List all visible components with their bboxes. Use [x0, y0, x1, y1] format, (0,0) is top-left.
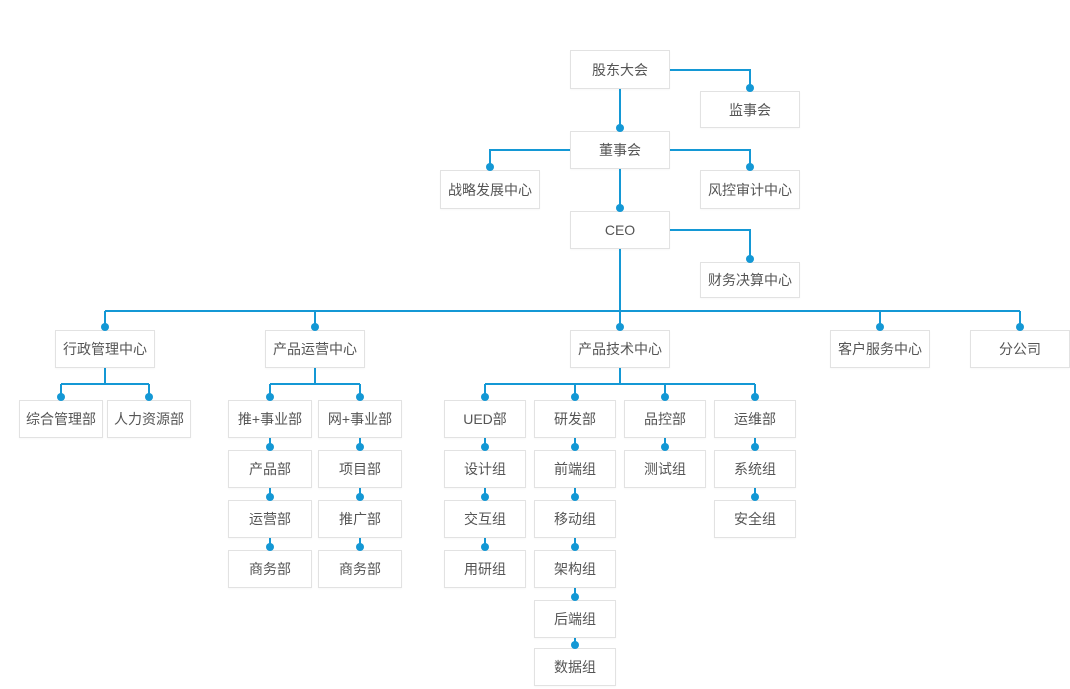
org-node-architecture-group: 架构组 — [534, 543, 616, 588]
org-node-shareholders: 股东大会 — [570, 50, 670, 89]
org-node-board-of-directors: 董事会 — [570, 124, 670, 169]
org-node-tui-business-division: 推+事业部 — [228, 393, 312, 438]
org-node-testing-group: 测试组 — [624, 443, 706, 488]
org-node-branch-company: 分公司 — [970, 323, 1070, 368]
org-node-security-group: 安全组 — [714, 493, 796, 538]
org-node-admin-center: 行政管理中心 — [55, 323, 155, 368]
org-node-system-group: 系统组 — [714, 443, 796, 488]
org-node-business-dept-tui: 商务部 — [228, 543, 312, 588]
org-node-data-group: 数据组 — [534, 641, 616, 686]
org-node-promotion-dept: 推广部 — [318, 493, 402, 538]
org-node-backend-group: 后端组 — [534, 593, 616, 638]
org-node-rd-dept: 研发部 — [534, 393, 616, 438]
org-node-finance-center: 财务决算中心 — [700, 255, 800, 298]
org-node-hr-dept: 人力资源部 — [107, 393, 191, 438]
org-node-user-research-group: 用研组 — [444, 543, 526, 588]
org-node-operations-dept: 运营部 — [228, 493, 312, 538]
org-node-product-dept: 产品部 — [228, 443, 312, 488]
org-node-strategy-center: 战略发展中心 — [440, 163, 540, 209]
org-node-ceo: CEO — [570, 204, 670, 249]
org-node-project-dept: 项目部 — [318, 443, 402, 488]
org-node-mobile-group: 移动组 — [534, 493, 616, 538]
org-node-business-dept-wang: 商务部 — [318, 543, 402, 588]
org-node-ued-dept: UED部 — [444, 393, 526, 438]
org-node-interaction-group: 交互组 — [444, 493, 526, 538]
org-node-risk-audit-center: 风控审计中心 — [700, 163, 800, 209]
org-node-customer-service-center: 客户服务中心 — [830, 323, 930, 368]
org-node-wang-business-division: 网+事业部 — [318, 393, 402, 438]
org-node-design-group: 设计组 — [444, 443, 526, 488]
org-node-qc-dept: 品控部 — [624, 393, 706, 438]
org-node-ops-dept: 运维部 — [714, 393, 796, 438]
org-node-product-tech-center: 产品技术中心 — [570, 323, 670, 368]
org-node-general-mgmt-dept: 综合管理部 — [19, 393, 103, 438]
org-node-frontend-group: 前端组 — [534, 443, 616, 488]
org-node-supervisory-board: 监事会 — [700, 84, 800, 128]
org-node-product-ops-center: 产品运营中心 — [265, 323, 365, 368]
